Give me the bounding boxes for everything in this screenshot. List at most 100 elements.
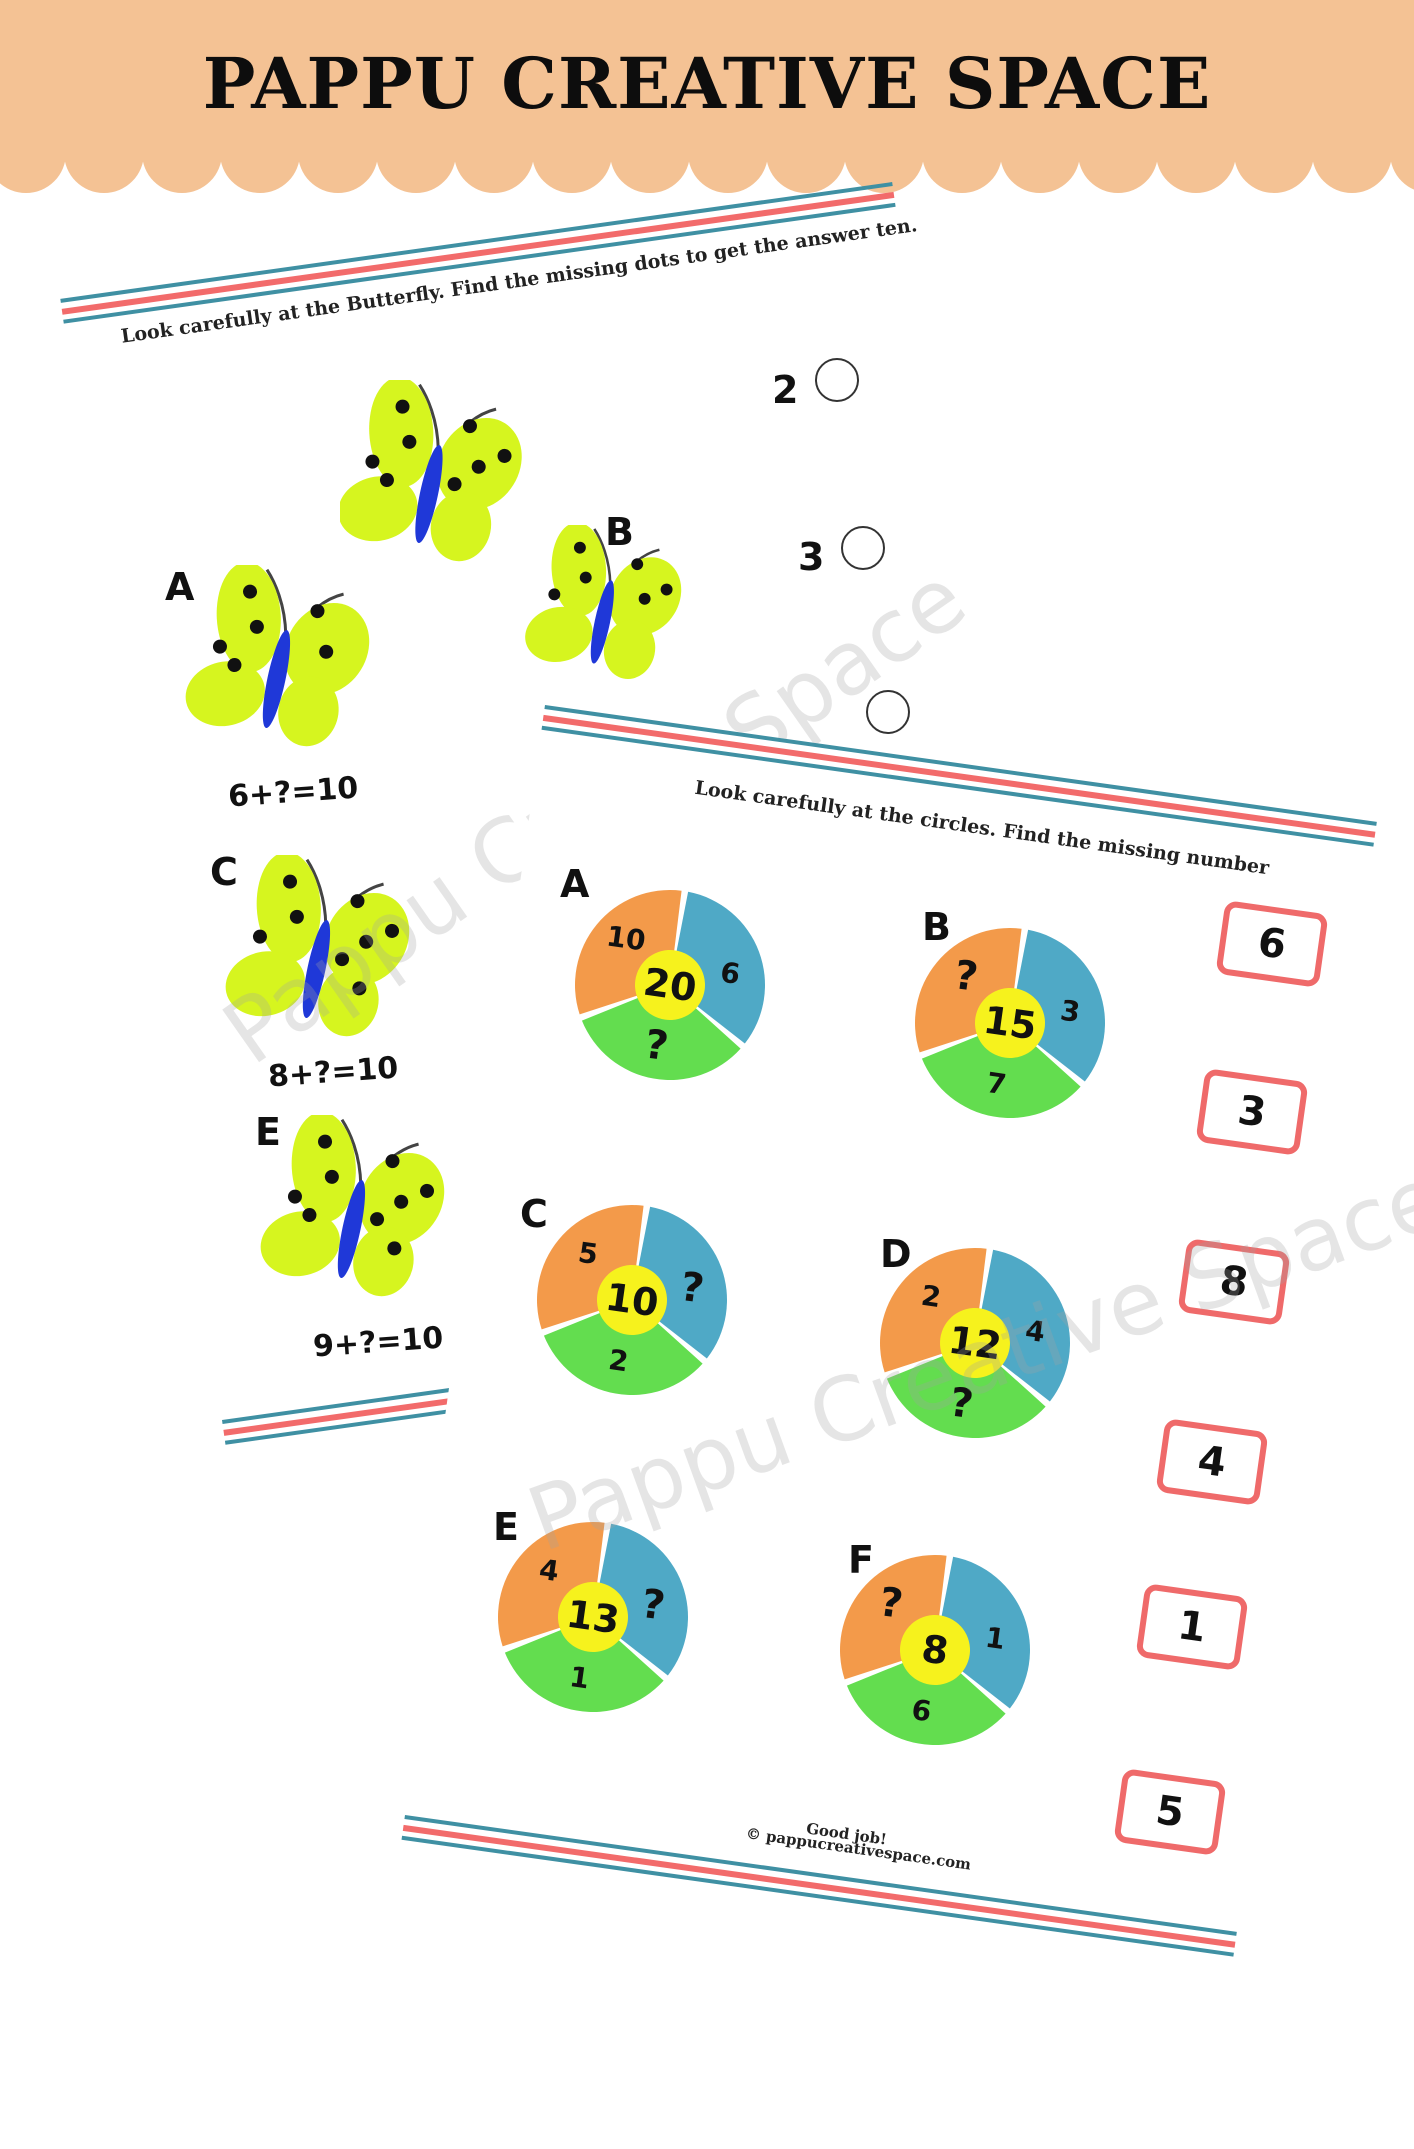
option-3-circle[interactable] (841, 526, 885, 570)
wheel-center (975, 988, 1045, 1058)
label-a: A (165, 565, 195, 609)
dot (402, 434, 417, 449)
option-2: 2 (772, 368, 799, 412)
dot (471, 459, 486, 474)
answer-box-1[interactable]: 1 (1135, 1583, 1249, 1671)
wing (525, 606, 593, 663)
dot (310, 604, 325, 619)
answer-box-4[interactable]: 4 (1155, 1418, 1269, 1506)
butterfly-body (262, 630, 291, 728)
wheel-orange-value: 5 (576, 1236, 600, 1271)
wing (216, 565, 281, 672)
scalloped-border (0, 145, 1414, 193)
wheel-orange-value: 10 (604, 919, 647, 957)
scallop (1312, 145, 1392, 193)
dot (227, 658, 242, 673)
wheel-segment-blue (975, 1249, 1070, 1402)
scallop (220, 145, 300, 193)
scallop (0, 145, 66, 193)
scallop (1390, 145, 1414, 190)
dot (385, 1154, 400, 1169)
wing (256, 855, 321, 962)
wheel-segment-blue (632, 1206, 727, 1359)
antenna (593, 528, 612, 585)
option-2-circle[interactable] (815, 358, 859, 402)
wheel-label-d: D (880, 1232, 912, 1276)
dot (319, 644, 334, 659)
butterfly-a (185, 565, 370, 747)
wheel-segment-green (504, 1617, 664, 1712)
wheel-e: 134?1 (498, 1522, 688, 1712)
header-banner (0, 0, 1414, 160)
scallop (532, 145, 612, 193)
butterfly-body (590, 580, 614, 664)
scallop (1234, 145, 1314, 193)
wing (603, 619, 656, 680)
dot (289, 909, 304, 924)
wheel-center (558, 1582, 628, 1652)
wing (551, 525, 607, 616)
wheel-center-value: 8 (919, 1626, 951, 1673)
butterfly-b (525, 525, 682, 680)
antenna (418, 383, 440, 451)
option-8-circle[interactable] (866, 690, 910, 734)
wing (291, 1115, 356, 1222)
answer-box-6[interactable]: 6 (1215, 900, 1329, 988)
scallop (142, 145, 222, 193)
scallop (298, 145, 378, 193)
wing (260, 1211, 340, 1277)
dot (548, 588, 561, 601)
dot (252, 929, 267, 944)
scallop (64, 145, 144, 193)
wheel-green-value: 1 (567, 1660, 591, 1695)
antenna (265, 568, 288, 636)
wheel-center (597, 1265, 667, 1335)
copyright-icon: © (744, 1824, 763, 1845)
dot (318, 1134, 333, 1149)
dot (324, 1169, 339, 1184)
dot (370, 1212, 385, 1227)
dot (660, 583, 673, 596)
dot (387, 1241, 402, 1256)
wheel-blue-value: 3 (1058, 994, 1082, 1029)
scallop (1000, 145, 1080, 193)
dot (350, 894, 365, 909)
scallop (1078, 145, 1158, 193)
dot (385, 923, 400, 938)
scallop (454, 145, 534, 193)
answer-box-3[interactable]: 3 (1195, 1068, 1309, 1156)
answer-box-5[interactable]: 5 (1113, 1768, 1227, 1856)
dot (420, 1183, 435, 1198)
wheel-green-value: 6 (909, 1693, 933, 1728)
wheel-label-c: C (520, 1192, 548, 1236)
wheel-green-value: 2 (606, 1343, 630, 1378)
wheel-center-value: 13 (564, 1592, 622, 1643)
dot (249, 619, 264, 634)
option-3: 3 (798, 535, 825, 579)
wheel-label-a: A (560, 862, 590, 906)
wheel-label-b: B (922, 905, 951, 949)
wing (185, 661, 265, 727)
wing (225, 951, 305, 1017)
wheel-b: 15?37 (915, 928, 1105, 1118)
wheel-label-e: E (493, 1505, 519, 1549)
brand-title: PAPPU CREATIVE SPACE (202, 42, 1212, 125)
wheel-orange-value: 4 (537, 1553, 561, 1588)
wing (430, 491, 492, 562)
wheel-center-value: 20 (641, 960, 699, 1011)
wheel-center-value: 10 (603, 1275, 661, 1326)
dot (497, 448, 512, 463)
dot (579, 571, 592, 584)
scallop (844, 145, 924, 193)
wheel-segment-blue (935, 1556, 1030, 1709)
wheel-green-value: 7 (984, 1066, 1008, 1101)
wing (369, 380, 434, 487)
antenna (340, 1118, 363, 1186)
wheel-center-value: 12 (946, 1318, 1004, 1369)
dot (638, 592, 651, 605)
dot (302, 1208, 317, 1223)
butterfly-body (415, 445, 443, 543)
wheel-blue-value: 4 (1023, 1314, 1047, 1349)
